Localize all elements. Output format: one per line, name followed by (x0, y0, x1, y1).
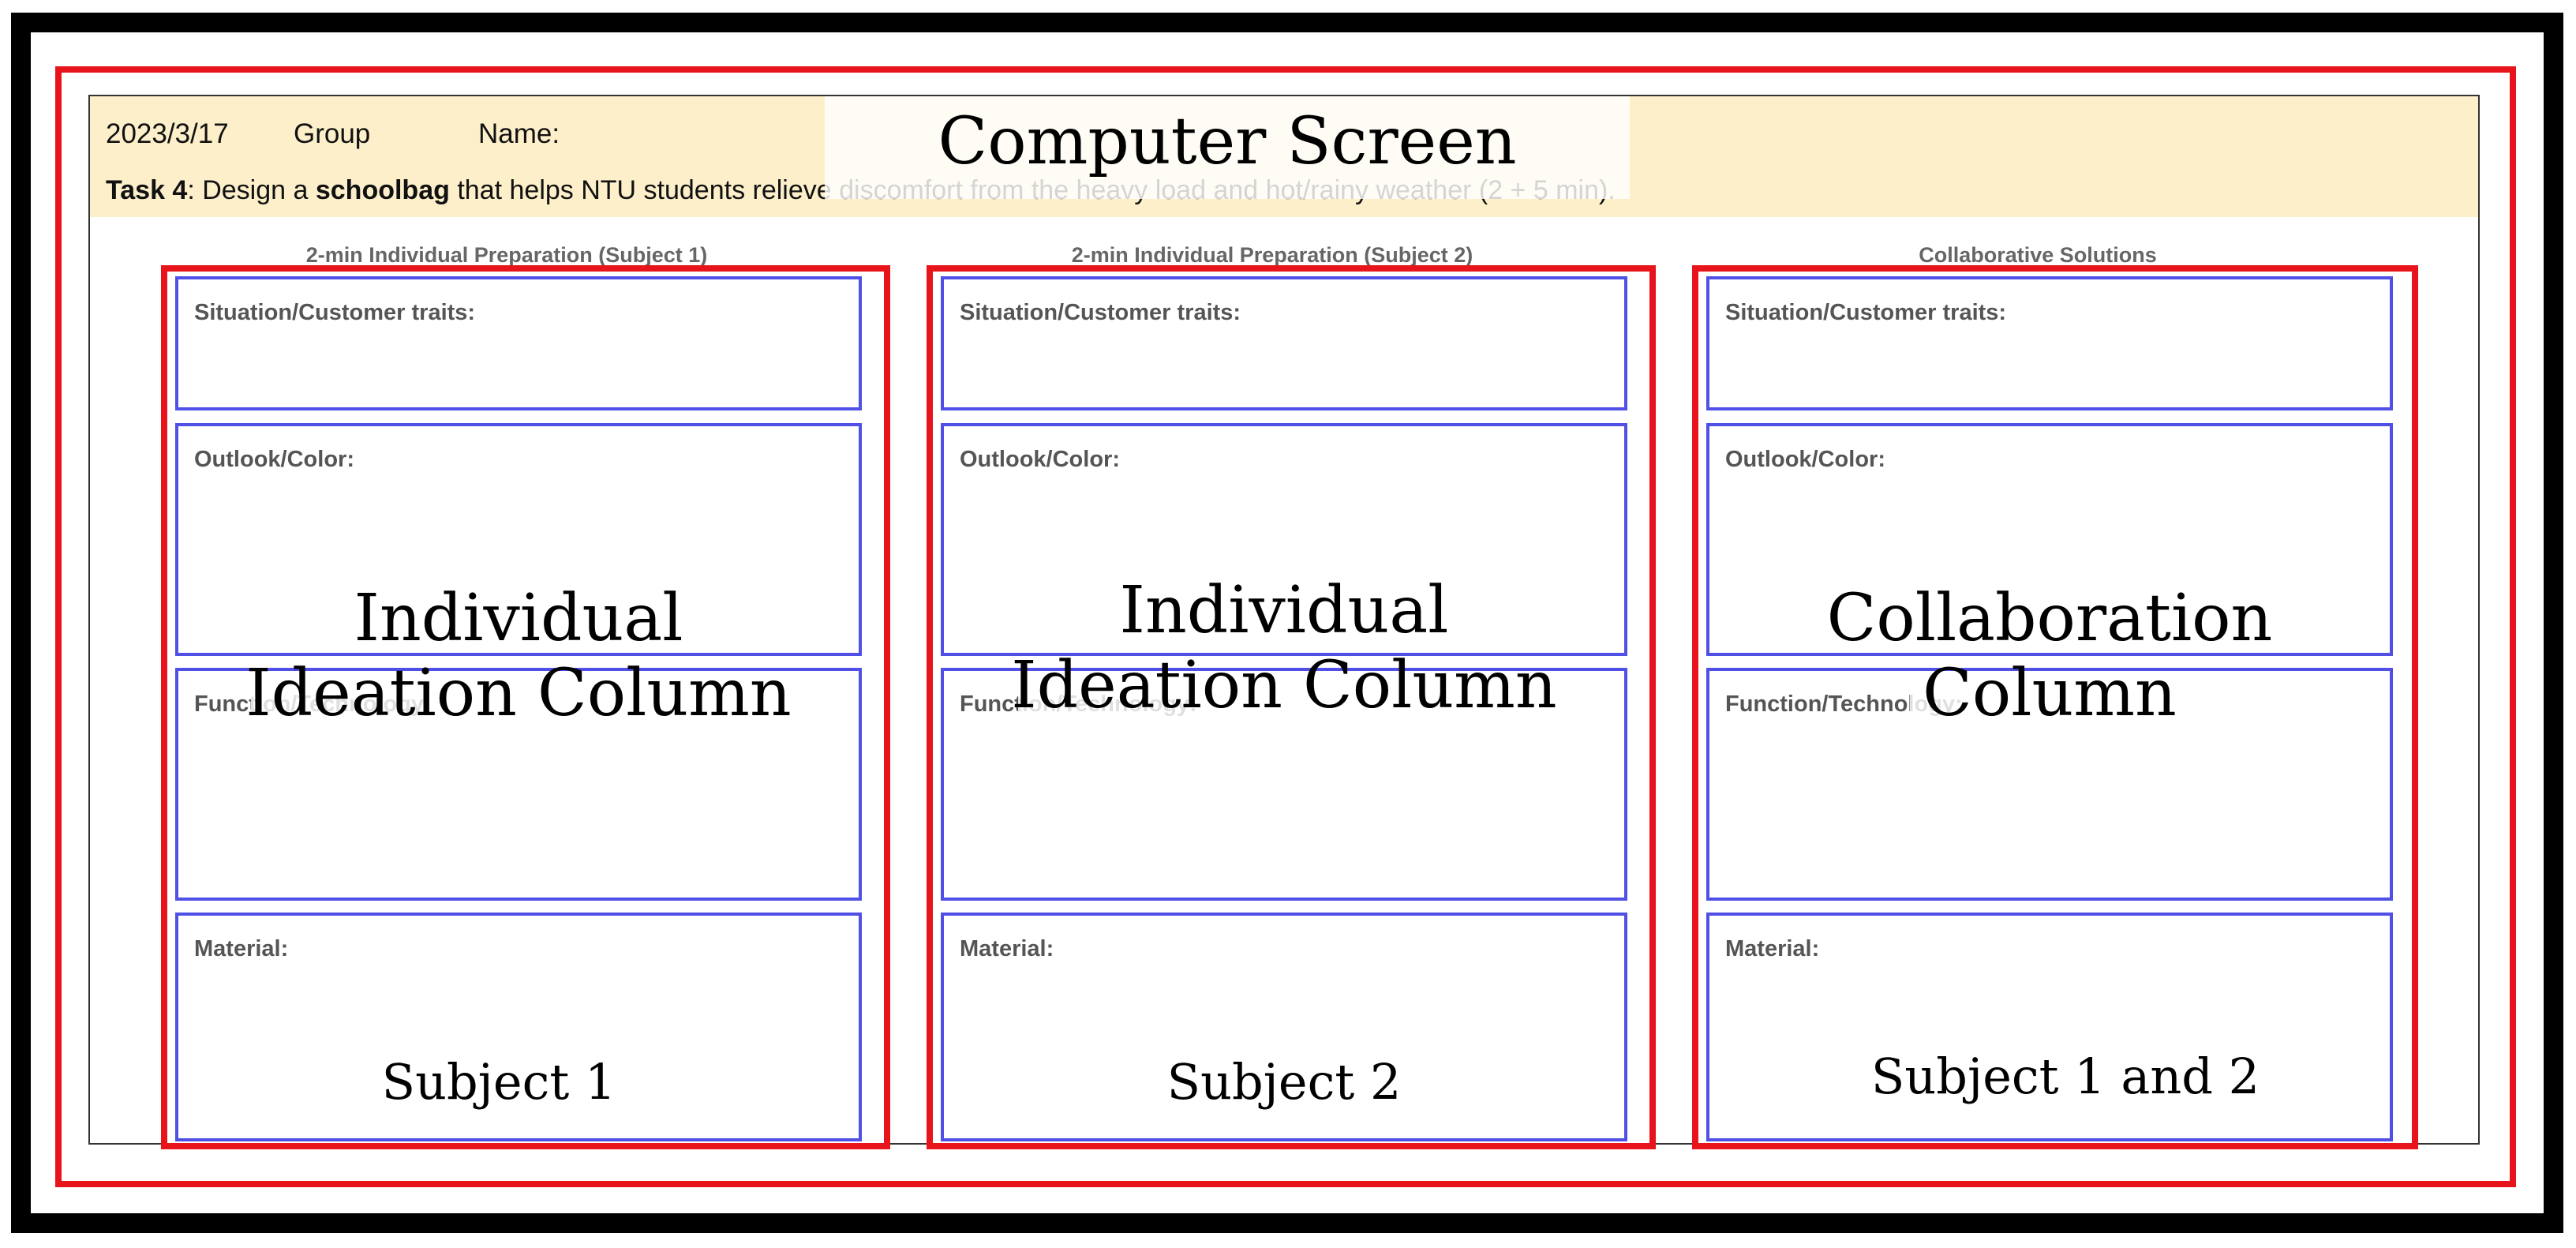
field-material[interactable]: Material: (941, 913, 1627, 1141)
task-keyword: schoolbag (315, 175, 450, 205)
screen-highlight-box (55, 66, 2516, 1187)
field-label: Situation/Customer traits: (960, 300, 1241, 325)
subject-label-1: Subject 1 (381, 1053, 616, 1111)
column-highlight-subject-1 (161, 265, 890, 1149)
field-label: Outlook/Color: (960, 447, 1120, 472)
label-line-2: Column (1923, 656, 2177, 732)
column-heading-subject-2: 2-min Individual Preparation (Subject 2) (1071, 243, 1473, 267)
individual-ideation-label-1: Individual Ideation Column (175, 581, 862, 731)
label-overlay (251, 695, 788, 774)
title-overlay (825, 96, 1630, 199)
field-label: Situation/Customer traits: (1725, 300, 2007, 325)
field-label: Situation/Customer traits: (194, 300, 476, 325)
computer-screen-label: Computer Screen (938, 104, 1517, 179)
date-text: 2023/3/17 (106, 118, 229, 149)
label-line-1: Collaboration (1826, 581, 2273, 656)
group-label: Group (294, 118, 371, 149)
individual-ideation-label-2: Individual Ideation Column (941, 573, 1627, 723)
label-line-2: Ideation Column (245, 656, 792, 732)
collaboration-column-label: Collaboration Column (1706, 581, 2393, 731)
field-label: Material: (960, 936, 1054, 961)
field-material[interactable]: Material: (175, 913, 862, 1141)
label-line-2: Ideation Column (1011, 648, 1557, 724)
task-text-pre: : Design a (187, 175, 316, 205)
subject-label-both: Subject 1 and 2 (1870, 1047, 2260, 1105)
label-overlay (1018, 687, 1555, 766)
field-label: Material: (1725, 936, 1820, 961)
field-situation[interactable]: Situation/Customer traits: (941, 276, 1627, 410)
field-situation[interactable]: Situation/Customer traits: (1706, 276, 2393, 410)
label-overlay (230, 657, 807, 668)
field-outlook[interactable]: Outlook/Color: (175, 423, 862, 656)
column-heading-collaborative: Collaborative Solutions (1919, 243, 2157, 267)
label-line-1: Individual (1119, 573, 1449, 648)
name-label: Name: (478, 118, 560, 149)
field-label: Outlook/Color: (194, 447, 354, 472)
field-label: Outlook/Color: (1725, 447, 1885, 472)
field-label: Material: (194, 936, 289, 961)
label-overlay (1004, 657, 1580, 668)
column-heading-subject-1: 2-min Individual Preparation (Subject 1) (305, 243, 708, 267)
subject-label-2: Subject 2 (1166, 1053, 1402, 1111)
field-outlook[interactable]: Outlook/Color: (941, 423, 1627, 656)
label-line-1: Individual (354, 581, 683, 656)
field-situation[interactable]: Situation/Customer traits: (175, 276, 862, 410)
task-number: Task 4 (106, 175, 188, 205)
column-highlight-subject-2 (927, 265, 1656, 1149)
field-material[interactable]: Material: (1706, 913, 2393, 1141)
field-outlook[interactable]: Outlook/Color: (1706, 423, 2393, 656)
label-overlay (1769, 657, 2346, 668)
column-highlight-collaborative (1692, 265, 2418, 1149)
outer-frame (11, 13, 2563, 1233)
label-overlay (1910, 695, 2210, 774)
